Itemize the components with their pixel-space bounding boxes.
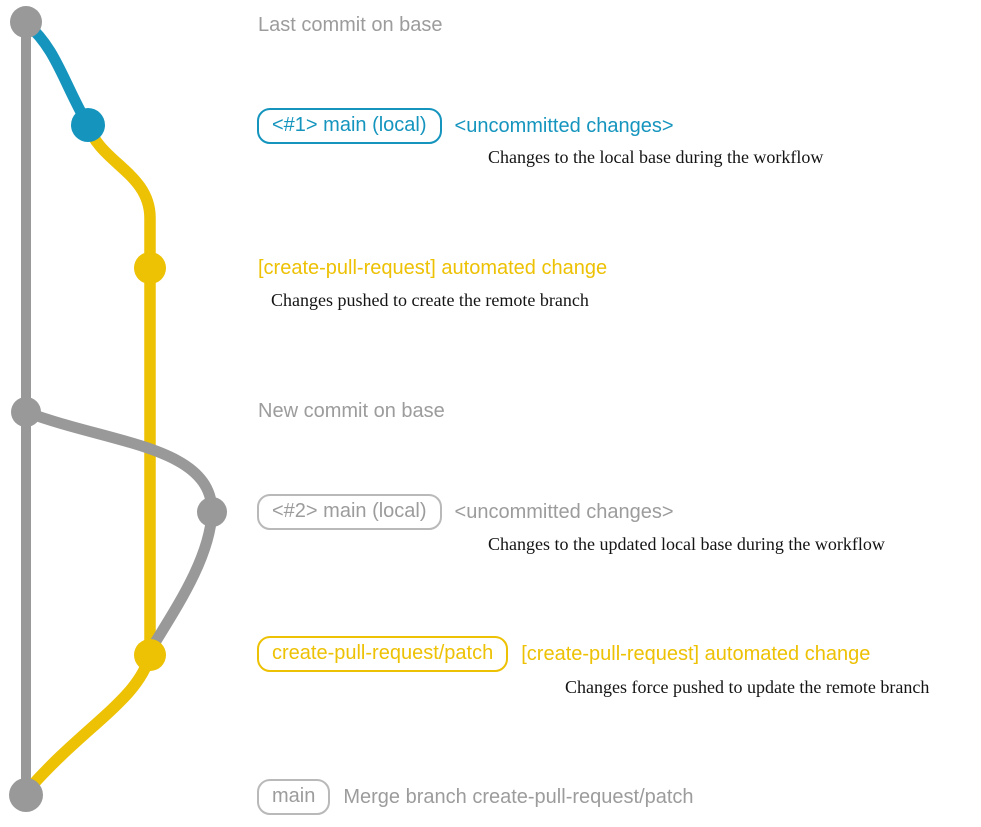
commit-dot-main-local-2 [197, 497, 227, 527]
main-local-1-row: <#1> main (local) <uncommitted changes> [257, 108, 674, 144]
patch-branch-merge-curve [22, 649, 156, 796]
commit-dot-last-base [10, 6, 42, 38]
uncommitted-changes-status-2: <uncommitted changes> [454, 500, 674, 523]
branch-tag-main-local-1: <#1> main (local) [257, 108, 442, 144]
commit-dot-new-base [11, 397, 41, 427]
branch-tag-main: main [257, 779, 331, 815]
uncommitted-changes-status-1: <uncommitted changes> [454, 114, 674, 137]
patch-branch-row: create-pull-request/patch [create-pull-r… [257, 636, 870, 672]
commit-dot-automated-change-2 [134, 639, 166, 671]
main-local-1-note: Changes to the local base during the wor… [488, 147, 824, 167]
automated-change-1-label: [create-pull-request] automated change [258, 257, 608, 279]
merge-commit-label: Merge branch create-pull-request/patch [343, 785, 694, 808]
branch-tag-patch: create-pull-request/patch [257, 636, 509, 672]
last-commit-heading: Last commit on base [258, 14, 443, 36]
main-local-2-note: Changes to the updated local base during… [488, 534, 885, 554]
merge-row: main Merge branch create-pull-request/pa… [257, 779, 694, 815]
main-local-2-row: <#2> main (local) <uncommitted changes> [257, 494, 674, 530]
main-local-2-branch-curve [20, 406, 218, 652]
main-local-1-branch-curve [21, 18, 94, 131]
automated-change-2-note: Changes force pushed to update the remot… [565, 677, 930, 697]
commit-dot-automated-change-1 [134, 252, 166, 284]
commit-dot-merge [9, 778, 43, 812]
patch-branch-line [82, 119, 156, 661]
new-commit-heading: New commit on base [258, 400, 445, 422]
automated-change-1-note: Changes pushed to create the remote bran… [271, 290, 589, 310]
commit-dot-main-local-1 [71, 108, 105, 142]
automated-change-2-label: [create-pull-request] automated change [521, 642, 871, 665]
branch-tag-main-local-2: <#2> main (local) [257, 494, 442, 530]
